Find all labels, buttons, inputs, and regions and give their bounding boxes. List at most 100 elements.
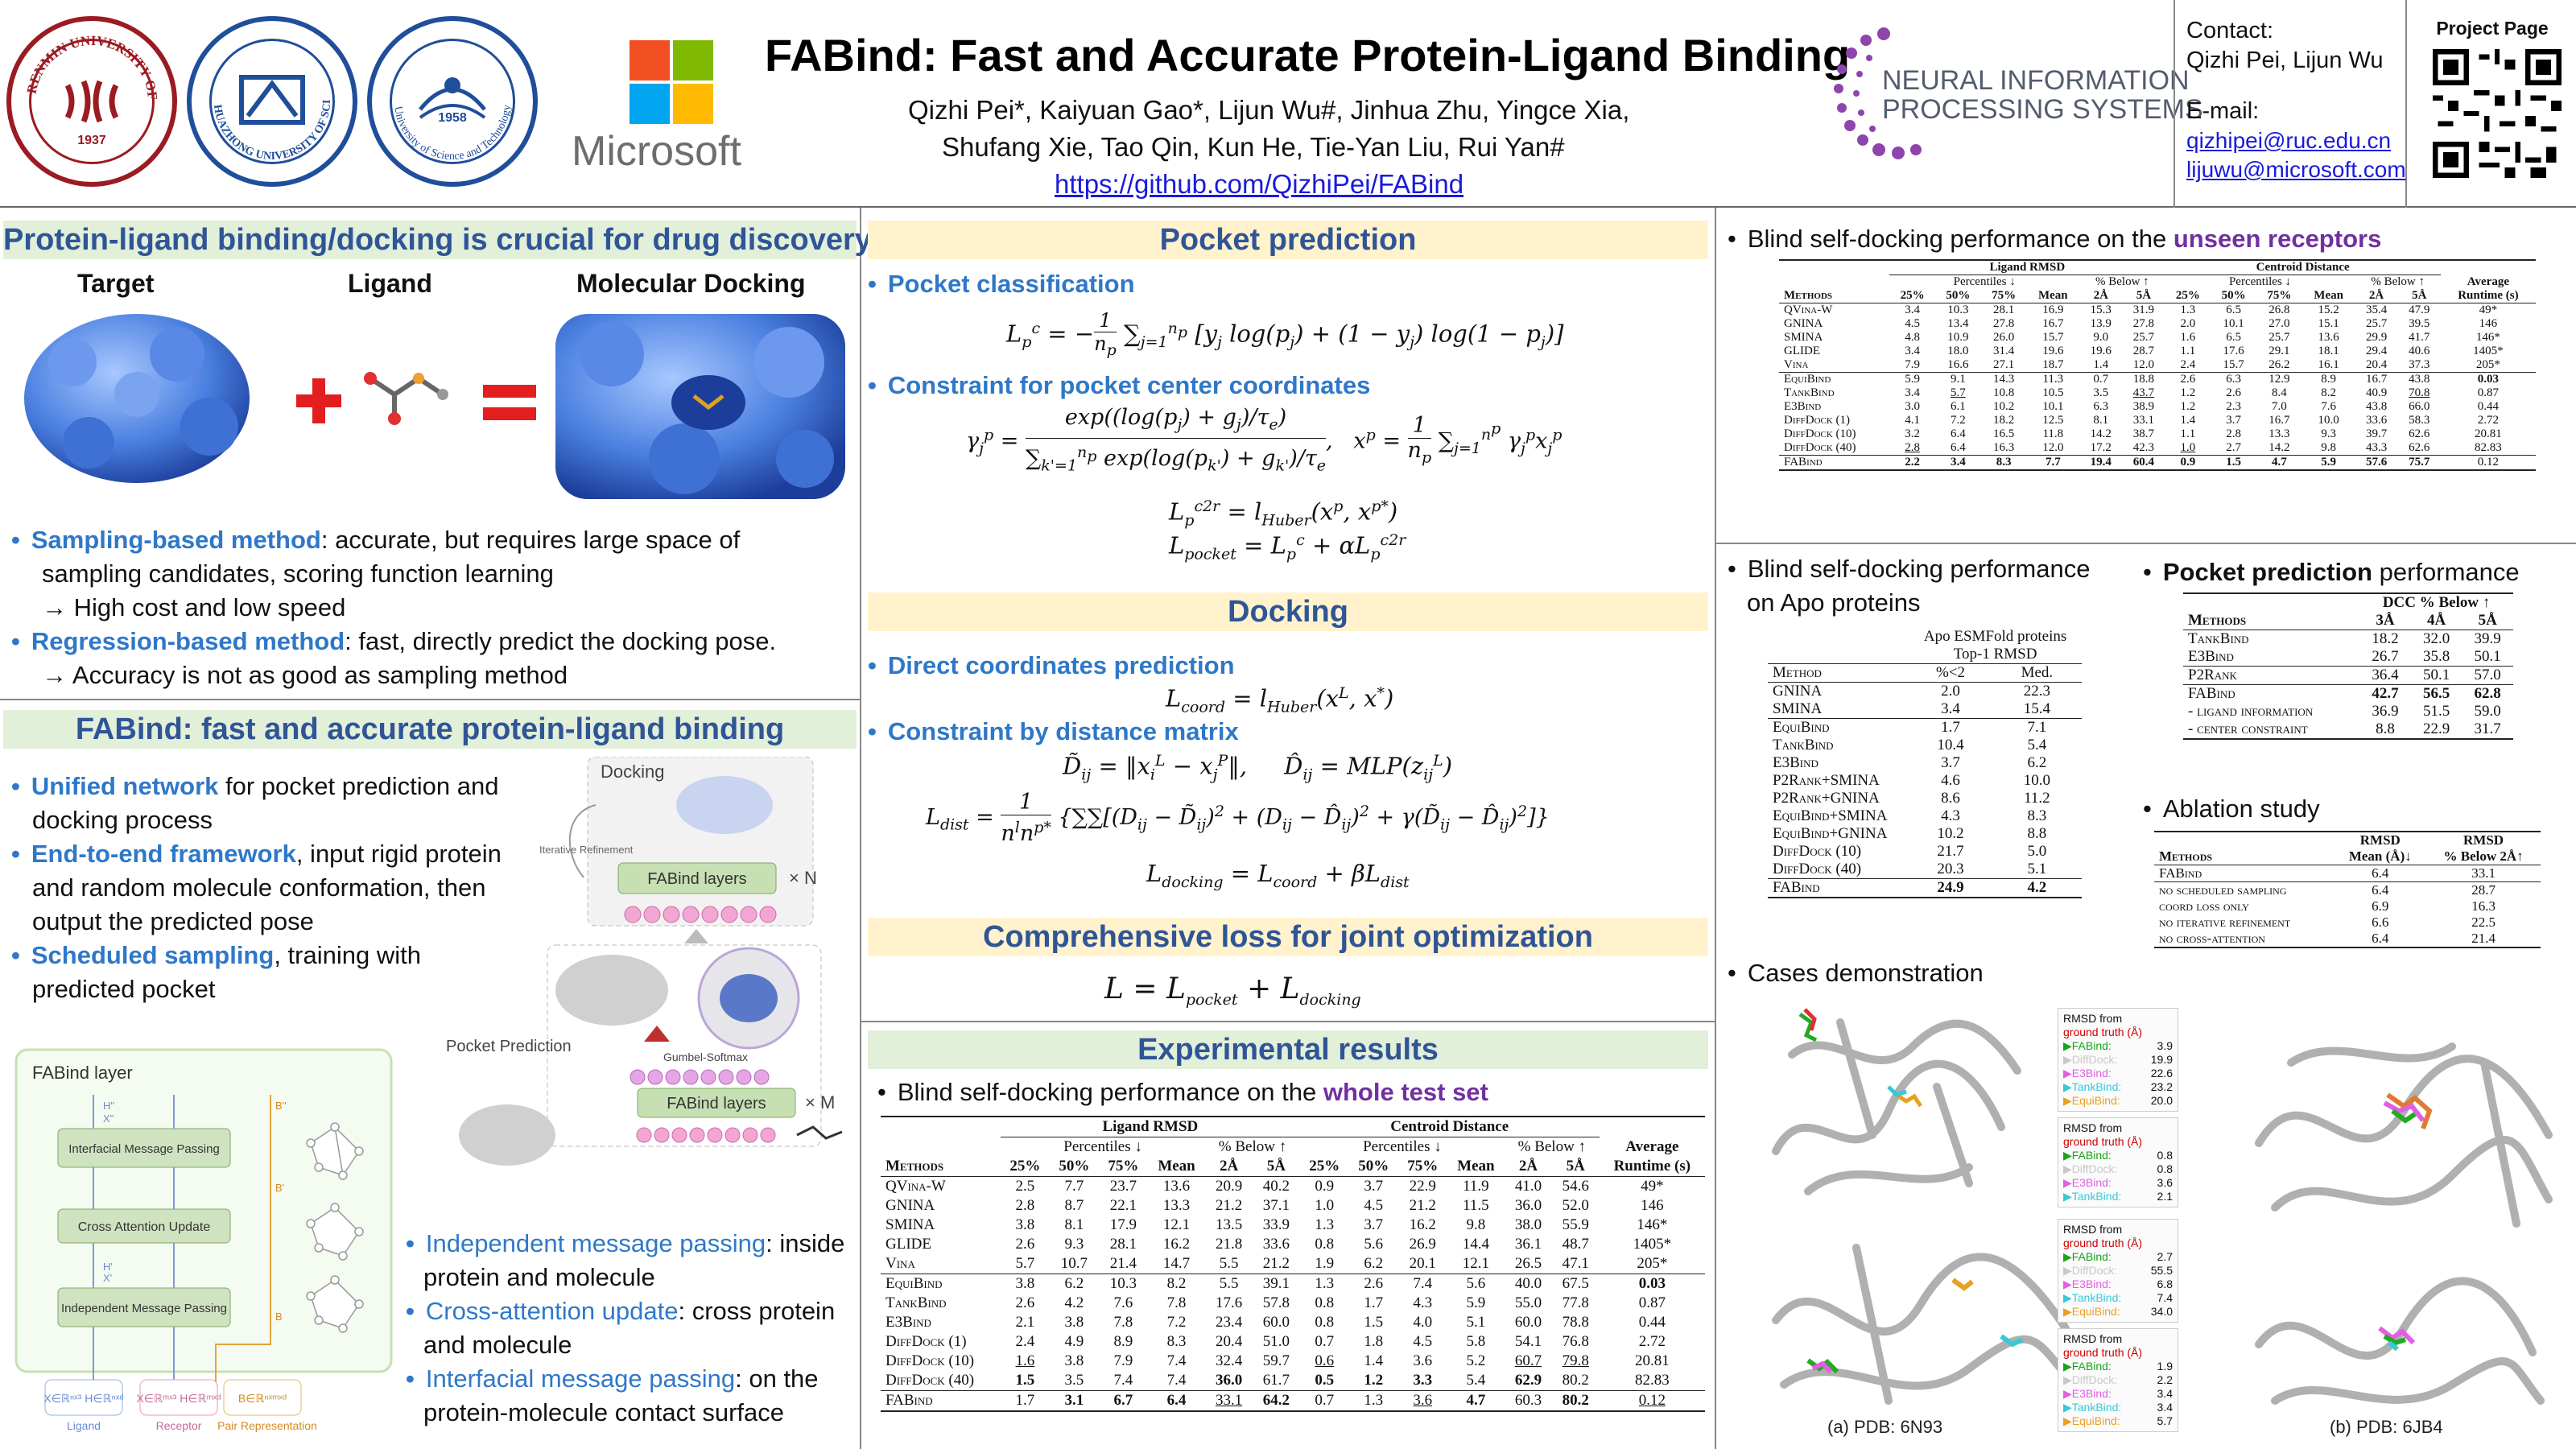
case-b-top-image <box>2255 1042 2553 1228</box>
table-cell: 39.5 <box>2409 317 2430 330</box>
table-cell: 1.0 <box>2180 441 2196 454</box>
rmsd-legend-title: RMSD from <box>2063 1121 2123 1134</box>
table-cell: 41.0 <box>1514 1178 1542 1195</box>
table-cell: 7.7 <box>2045 456 2061 469</box>
table-cell: 4.5 <box>1905 317 1920 330</box>
table-cell: 7.1 <box>2027 719 2047 736</box>
table-cell: coord loss only <box>2159 898 2249 914</box>
table-header-cell: % Below ↑ <box>1205 1137 1300 1157</box>
table-cell: 41.7 <box>2409 331 2430 344</box>
table-cell: 33.1 <box>2132 414 2155 427</box>
rmsd-value: 23.2 <box>2150 1080 2173 1093</box>
rmsd-legend-row: ▶TankBind:2.1 <box>2063 1190 2173 1203</box>
table-cell: 40.6 <box>2409 345 2430 357</box>
table-header-cell <box>1779 275 1889 290</box>
table-cell: 6.5 <box>2226 303 2241 316</box>
table-cell: 33.6 <box>2365 414 2388 427</box>
eq-total-loss: L = Lpocket + Ldocking <box>1104 972 1361 1009</box>
table-header-cell: RMSD <box>2359 832 2401 848</box>
table-cell: 5.5 <box>1219 1255 1239 1272</box>
svg-text:Iterative Refinement: Iterative Refinement <box>539 844 634 856</box>
table-header-cell: 5Å <box>1266 1158 1286 1174</box>
rmsd-value: 2.1 <box>2157 1190 2173 1203</box>
rmsd-value: 3.4 <box>2157 1401 2173 1414</box>
table-cell: 7.4 <box>1113 1372 1133 1389</box>
svg-text:FABind layers: FABind layers <box>667 1095 766 1113</box>
label-cases: •Cases demonstration <box>1728 959 1984 987</box>
rmsd-legend-title: RMSD from <box>2063 1332 2123 1345</box>
table-cell: 18.2 <box>1992 414 2015 427</box>
table-cell: Vina <box>1784 358 1809 371</box>
rmsd-legend-row: ▶EquiBind:5.7 <box>2063 1414 2173 1428</box>
email-link-2[interactable]: lijuwu@microsoft.com <box>2186 157 2406 182</box>
table-header-cell: Average <box>1625 1137 1679 1155</box>
qr-code-icon[interactable] <box>2433 49 2562 178</box>
table-cell: 14.3 <box>1992 373 2015 386</box>
svg-text:Receptor: Receptor <box>156 1419 202 1432</box>
table-cell: 54.1 <box>1514 1333 1542 1350</box>
table-cell: 12.0 <box>2042 441 2064 454</box>
table-cell: 14.2 <box>2090 427 2112 440</box>
table-cell: 57.0 <box>2474 667 2501 683</box>
table-cell: 1.7 <box>1015 1392 1035 1409</box>
email-link-1[interactable]: qizhipei@ruc.edu.cn <box>2186 128 2392 153</box>
svg-text:X'': X'' <box>103 1113 114 1125</box>
authors-line-2: Shufang Xie, Tao Qin, Kun He, Tie-Yan Li… <box>942 132 1565 162</box>
table-cell: 5.4 <box>1466 1372 1486 1389</box>
table-cell: SMINA <box>1773 700 1823 717</box>
table-header-cell <box>881 1117 1001 1137</box>
table-header-cell: Method <box>1773 664 1822 681</box>
table-cell: 0.8 <box>1315 1314 1335 1331</box>
table-header-cell: 5Å <box>2136 289 2152 302</box>
table-cell: 5.2 <box>1466 1352 1486 1369</box>
table-cell: 40.2 <box>1262 1178 1290 1195</box>
svg-text:Cross Attention Update: Cross Attention Update <box>78 1220 211 1234</box>
table-cell: 27.8 <box>1992 317 2015 330</box>
table-cell: 1.4 <box>2180 414 2196 427</box>
rmsd-legend-row: ▶FABind:0.8 <box>2063 1149 2173 1162</box>
table-cell: 8.8 <box>2027 825 2047 842</box>
table-header-cell <box>1600 1117 1705 1137</box>
table-cell: 20.81 <box>2475 427 2502 440</box>
table-header-cell: 2Å <box>1219 1158 1239 1174</box>
table-cell: QVina-W <box>886 1178 946 1195</box>
table-cell: 66.0 <box>2409 400 2430 413</box>
table-cell: 2.72 <box>1638 1333 1666 1350</box>
table-cell: 42.7 <box>2372 685 2399 702</box>
svg-text:Pocket Prediction: Pocket Prediction <box>446 1038 572 1055</box>
table-cell: 50.1 <box>2422 667 2450 683</box>
eq-docking-loss: Ldocking = Lcoord + βLdist <box>1146 860 1410 891</box>
rmsd-legend-row: ▶EquiBind:20.0 <box>2063 1094 2173 1108</box>
bullet-scheduled: •Scheduled sampling, training with predi… <box>11 941 421 1003</box>
table-cell: 3.4 <box>1950 456 1966 469</box>
table-cell: 5.8 <box>1466 1333 1486 1350</box>
table-cell: 0.5 <box>1315 1372 1335 1389</box>
table-cell: 16.1 <box>2318 358 2339 371</box>
table-cell: 13.6 <box>1162 1178 1191 1195</box>
table-cell: 5.9 <box>1466 1294 1486 1311</box>
table-cell: 0.9 <box>1315 1178 1335 1195</box>
table-cell: 5.7 <box>1015 1255 1035 1272</box>
table-cell: FABind <box>2188 685 2235 702</box>
table-cell: 6.4 <box>2372 882 2389 898</box>
table-cell: 4.3 <box>1413 1294 1433 1311</box>
svg-text:Gumbel-Softmax: Gumbel-Softmax <box>663 1051 748 1063</box>
table-cell: 10.2 <box>1992 400 2015 413</box>
table-cell: 6.4 <box>1950 441 1966 454</box>
table-cell: 29.4 <box>2365 345 2388 357</box>
table-header-cell: Percentiles ↓ <box>2165 275 2355 289</box>
table-cell: 21.4 <box>1109 1255 1137 1272</box>
table-cell: 16.3 <box>2471 898 2496 914</box>
table-cell: 43.7 <box>2132 386 2155 399</box>
github-repo-link[interactable]: https://github.com/QizhiPei/FABind <box>1055 169 1464 199</box>
table-cell: DiffDock (10) <box>886 1352 975 1369</box>
table-cell: 80.2 <box>1562 1392 1589 1409</box>
